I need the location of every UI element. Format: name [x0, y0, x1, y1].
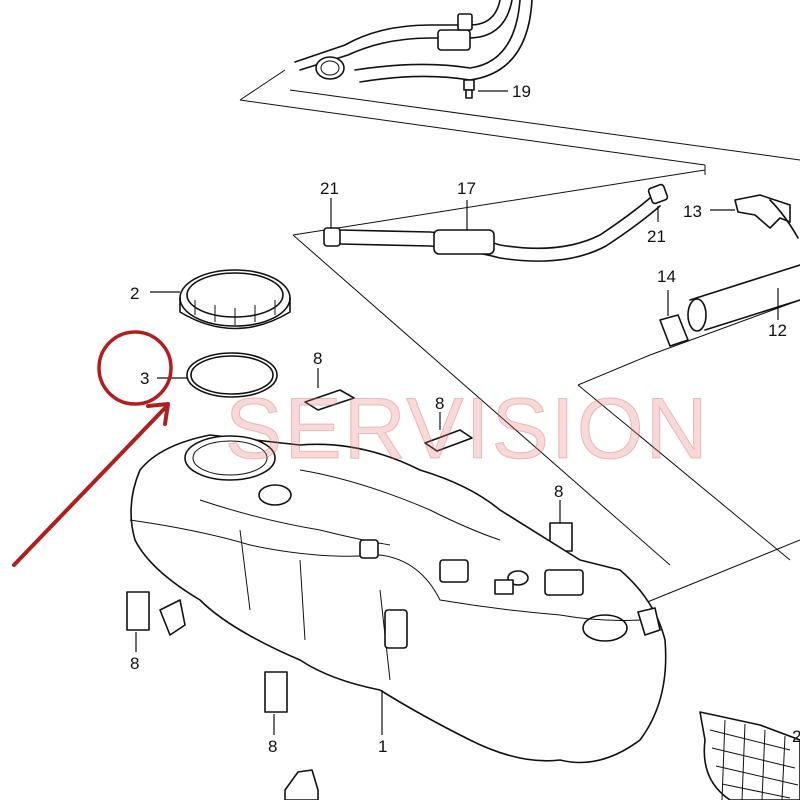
hose-17 — [339, 197, 661, 262]
callout-13: 13 — [683, 202, 702, 221]
pad-8-b — [424, 412, 473, 452]
watermark-text: SERVISION — [225, 381, 710, 478]
highlight-arrowhead — [146, 402, 170, 426]
section-frame-lines — [239, 69, 800, 606]
filler-neck-pipe — [294, 0, 533, 83]
highlight-annotation — [12, 330, 173, 567]
highlight-arrow — [12, 406, 167, 567]
lock-ring-2 — [150, 269, 291, 330]
callout-8-a: 8 — [313, 349, 323, 368]
callout-21-right: 21 — [647, 227, 666, 246]
callout-8-d: 8 — [130, 654, 140, 673]
callout-8-b: 8 — [435, 394, 445, 413]
clamp-21-right — [647, 183, 669, 222]
callout-14: 14 — [657, 267, 676, 286]
clamp-21-left — [323, 198, 341, 247]
pad-8-e — [264, 671, 288, 735]
bolt-19 — [463, 79, 508, 99]
bracket-bottom — [284, 769, 319, 800]
pad-8-d — [126, 591, 150, 652]
callout-8-e: 8 — [268, 737, 278, 756]
callout-1: 1 — [378, 737, 388, 756]
callout-2-partial: 2 — [792, 727, 800, 746]
fuel-tank-1 — [129, 434, 667, 764]
callout-21-left: 21 — [320, 179, 339, 198]
callout-12: 12 — [768, 321, 787, 340]
pad-8-a — [304, 368, 355, 411]
clamp-14 — [659, 290, 689, 347]
heat-shield-partial — [699, 711, 800, 800]
highlight-circle — [97, 330, 173, 406]
callout-17: 17 — [457, 179, 476, 198]
callout-2: 2 — [130, 284, 140, 303]
bracket-13 — [710, 194, 799, 239]
callout-19: 19 — [512, 82, 531, 101]
callout-3: 3 — [140, 369, 150, 388]
gasket-3 — [157, 352, 278, 398]
callout-8-c: 8 — [554, 482, 564, 501]
hose-12 — [687, 264, 800, 332]
